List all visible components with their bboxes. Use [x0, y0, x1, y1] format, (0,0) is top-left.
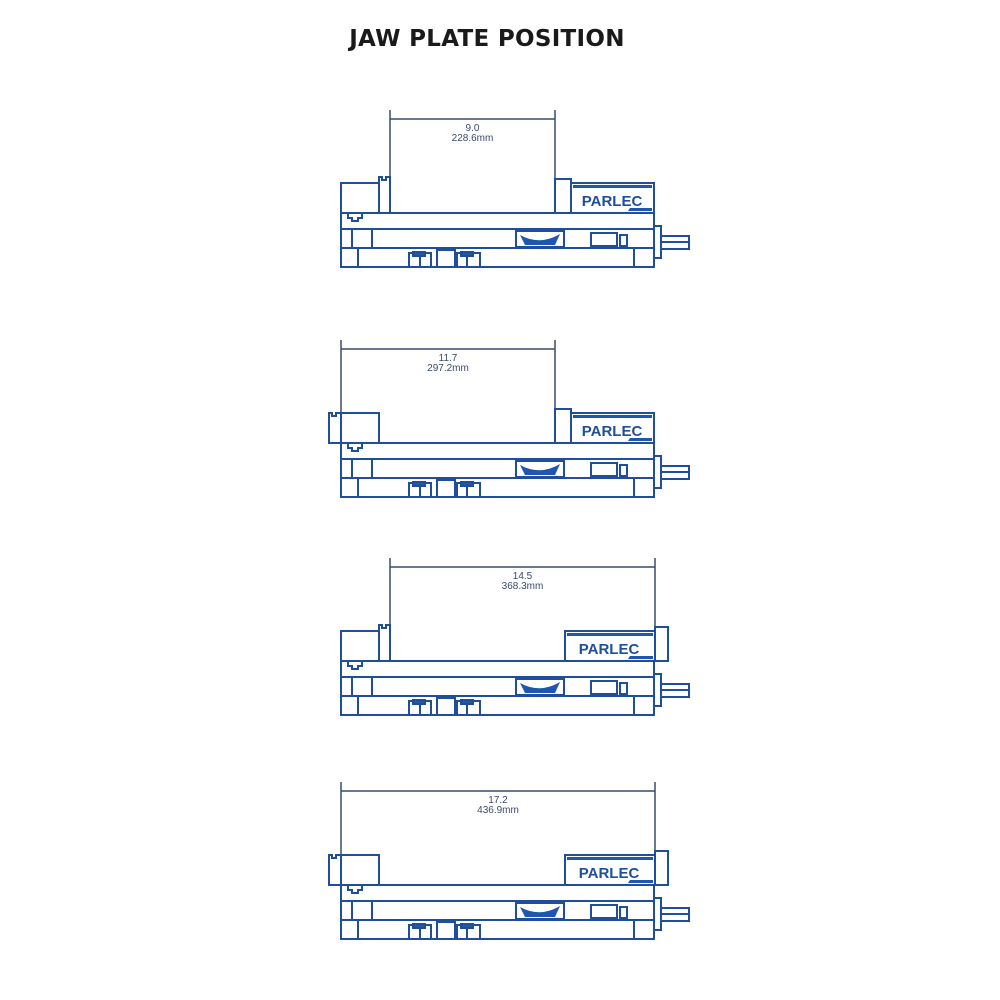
parlec-brand-label: PARLEC: [579, 865, 640, 882]
vise-base: [340, 884, 690, 940]
dimension-mm-label: 436.9mm: [477, 805, 519, 816]
dimension-mm-label: 368.3mm: [502, 581, 544, 592]
left-jaw: [328, 412, 380, 444]
dimension-inches-label: 14.5: [513, 571, 533, 582]
vise-base: [340, 660, 690, 716]
dimension-mm-label: 228.6mm: [452, 133, 494, 144]
left-jaw: [340, 624, 391, 662]
left-jaw: [340, 176, 391, 214]
vise-drawing-position-2: 11.7 297.2mm PARLEC: [0, 330, 1000, 530]
vise-diagram: 14.5 368.3mm PARLEC: [340, 558, 690, 716]
dimension-mm-label: 297.2mm: [427, 363, 469, 374]
parlec-brand-label: PARLEC: [579, 641, 640, 658]
vise-drawing-position-1: 9.0 228.6mm PARLEC: [0, 100, 1000, 300]
dimension-inches-label: 11.7: [439, 353, 458, 364]
vise-base: [340, 212, 690, 268]
vise-diagram: 9.0 228.6mm PARLEC: [340, 110, 690, 268]
left-jaw: [328, 854, 380, 886]
vise-base: [340, 442, 690, 498]
page-title: JAW PLATE POSITION: [349, 26, 625, 52]
vise-diagram: 11.7 297.2mm PARLEC: [328, 340, 690, 498]
vise-diagram: 17.2 436.9mm PARLEC: [328, 782, 690, 940]
vise-drawing-position-3: 14.5 368.3mm PARLEC: [0, 548, 1000, 748]
parlec-brand-label: PARLEC: [582, 423, 643, 440]
dimension-inches-label: 17.2: [488, 795, 508, 806]
dimension-inches-label: 9.0: [466, 123, 480, 134]
parlec-brand-label: PARLEC: [582, 193, 643, 210]
vise-drawing-position-4: 17.2 436.9mm PARLEC: [0, 772, 1000, 972]
